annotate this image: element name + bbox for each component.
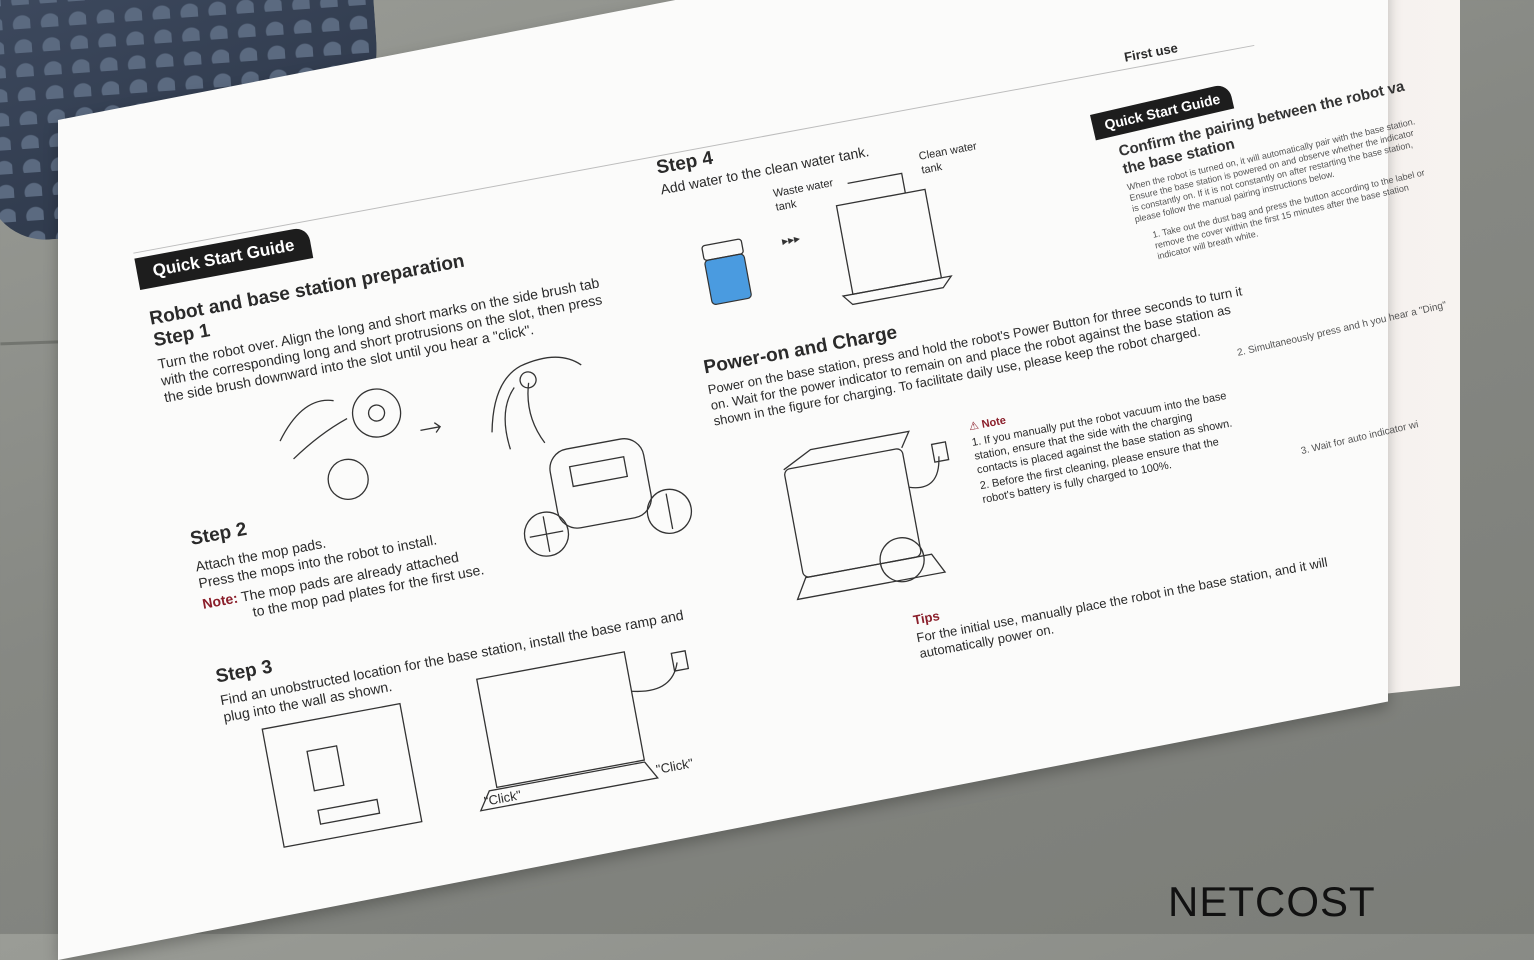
step2-note-label: Note: <box>200 589 240 612</box>
base-station-illustration <box>261 650 690 848</box>
left-page-content: First use Quick Start Guide Robot and ba… <box>130 16 1427 864</box>
robot-charging-illustration <box>783 430 950 601</box>
side-brush-illustration <box>279 356 582 500</box>
watermark-text: NETCOST <box>1168 878 1376 925</box>
booklet: First use Quick Start Guide Robot and ba… <box>133 0 1460 848</box>
tips-label: Tips <box>911 607 941 628</box>
water-tank-illustration <box>701 172 953 306</box>
power-note-label: Note <box>980 414 1007 431</box>
warning-icon: ⚠ <box>968 419 980 434</box>
netcost-watermark: NETCOST <box>1168 878 1376 926</box>
mop-pads-illustration <box>523 438 693 557</box>
right-item-3: 3. Wait for auto indicator wi <box>1299 419 1420 457</box>
step2-title: Step 2 <box>188 518 249 550</box>
right-item-2: 2. Simultaneously press and h you hear a… <box>1236 299 1448 359</box>
